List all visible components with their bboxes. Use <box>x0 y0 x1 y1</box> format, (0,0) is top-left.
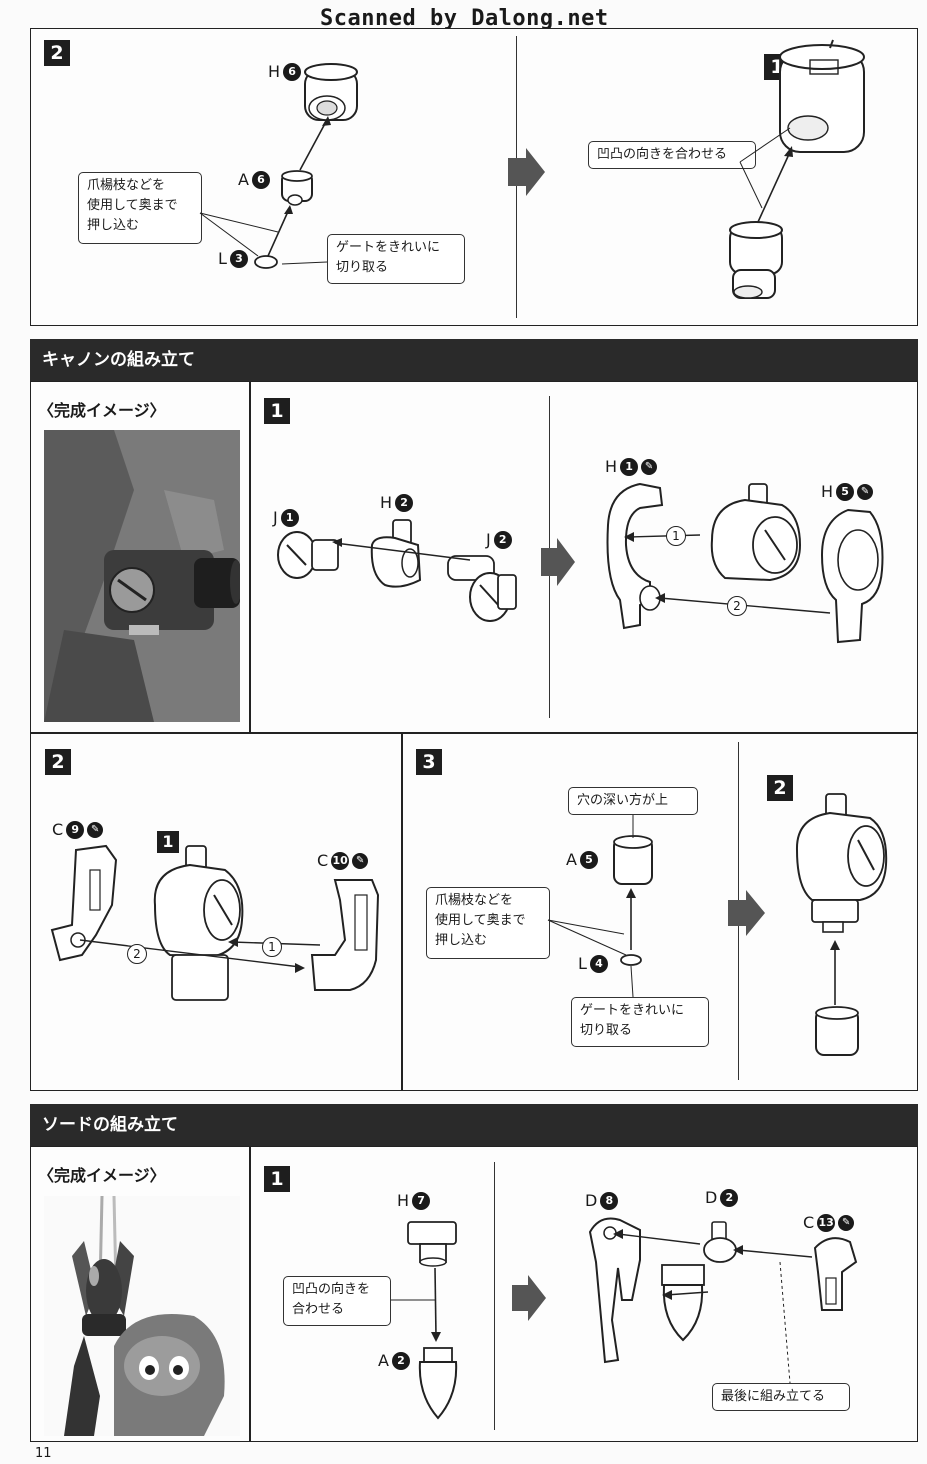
watermark-text: Scanned by Dalong.net <box>320 6 609 31</box>
part-c13-shape <box>813 1237 858 1311</box>
part-c10-shape <box>310 879 380 991</box>
assembled-core-shape <box>153 845 244 1001</box>
order-marker: 1 <box>666 526 686 546</box>
panel-divider <box>494 1162 495 1430</box>
cannon-completed-photo <box>44 430 240 722</box>
order-marker: 2 <box>727 596 747 616</box>
sub-step-marker: 1 <box>157 831 179 853</box>
step-number: 2 <box>45 749 71 775</box>
part-h6-shape <box>304 63 358 121</box>
assembled-joint-shape <box>710 483 802 582</box>
callout-cut-gate: ゲートをきれいに 切り取る <box>327 234 465 284</box>
part-d2-shape <box>703 1221 737 1263</box>
part-a5-shape <box>613 835 653 885</box>
callout-push-in: 爪楊枝などを 使用して奥まで 押し込む <box>426 887 550 959</box>
tweezers-icon: ✎ <box>641 458 658 475</box>
part-a6-shape <box>281 170 313 206</box>
part-h7-shape <box>407 1221 457 1267</box>
part-h1-shape <box>606 482 664 630</box>
callout-cut-gate: ゲートをきれいに 切り取る <box>571 997 709 1047</box>
callout-align: 凹凸の向きを 合わせる <box>283 1276 391 1326</box>
small-cylinder-shape <box>729 221 783 299</box>
assembled-cannon-core-shape <box>795 793 888 933</box>
flow-arrow <box>508 148 545 196</box>
tweezers-icon: ✎ <box>352 852 369 869</box>
assembled-cylinder-shape <box>779 39 865 153</box>
tweezers-icon: ✎ <box>87 821 104 838</box>
step-number: 1 <box>264 1166 290 1192</box>
part-l3-shape <box>254 255 278 269</box>
sword-tip-shape <box>661 1264 705 1342</box>
step-number: 2 <box>44 40 70 66</box>
callout-align: 凹凸の向きを合わせる <box>588 141 756 169</box>
part-d8-shape <box>588 1217 641 1364</box>
bottom-cylinder-shape <box>815 1006 859 1056</box>
callout-push-in: 爪楊枝などを 使用して奥まで 押し込む <box>78 172 202 244</box>
completed-image-label: 〈完成イメージ〉 <box>38 1166 166 1185</box>
flow-arrow <box>512 1275 546 1321</box>
section-header-cannon: キャノンの組み立て <box>30 339 918 381</box>
order-marker: 1 <box>262 937 282 957</box>
page-number: 11 <box>35 1446 52 1461</box>
part-a2-shape <box>418 1347 458 1420</box>
flow-arrow <box>728 890 765 936</box>
step-number: 1 <box>264 398 290 424</box>
part-j1-shape <box>277 531 339 579</box>
part-c9-shape <box>50 844 118 962</box>
section-header-sword: ソードの組み立て <box>30 1104 918 1146</box>
tweezers-icon: ✎ <box>857 483 874 500</box>
callout-assemble-last: 最後に組み立てる <box>712 1383 850 1411</box>
completed-image-label: 〈完成イメージ〉 <box>38 401 166 420</box>
order-marker: 2 <box>127 944 147 964</box>
tweezers-icon: ✎ <box>838 1214 855 1231</box>
cannon-step1-panel <box>250 381 918 733</box>
part-h5-shape <box>820 508 884 644</box>
flow-arrow <box>541 538 575 586</box>
part-l4-shape <box>620 954 642 966</box>
step-number: 2 <box>767 775 793 801</box>
callout-deep-hole: 穴の深い方が上 <box>568 787 698 815</box>
part-j2-shape <box>447 555 517 622</box>
sword-completed-photo <box>44 1196 240 1436</box>
step-number: 3 <box>416 749 442 775</box>
